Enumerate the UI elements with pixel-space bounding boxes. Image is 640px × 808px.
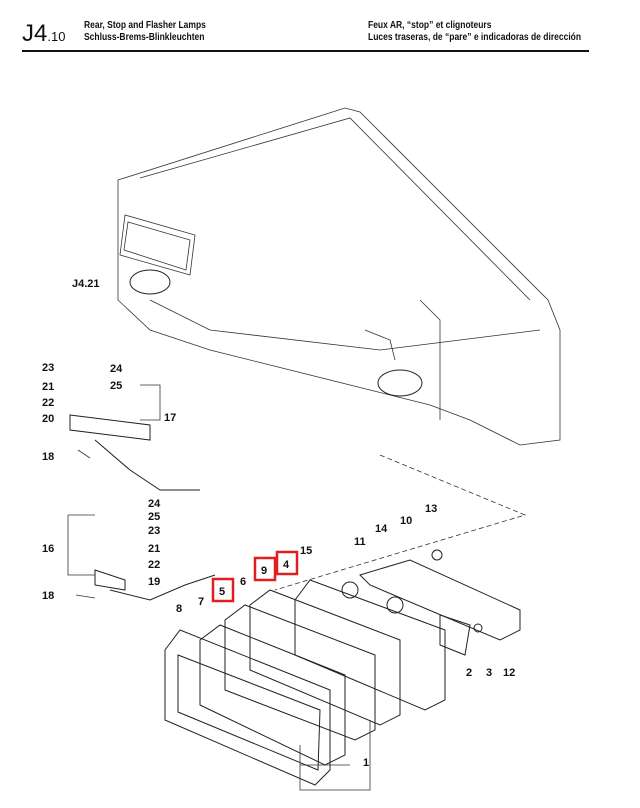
callout-21: 21 bbox=[42, 381, 54, 393]
callout-22: 22 bbox=[42, 397, 54, 409]
callout-23: 23 bbox=[42, 362, 54, 374]
callout-13: 13 bbox=[425, 503, 437, 515]
title-german: Schluss-Brems-Blinkleuchten bbox=[84, 32, 205, 43]
reference-label: J4.21 bbox=[72, 278, 100, 290]
callout-17: 17 bbox=[164, 412, 176, 424]
bracket-assembly-lower bbox=[67, 514, 216, 601]
callout-14: 14 bbox=[375, 523, 388, 535]
callout-1: 1 bbox=[363, 757, 369, 769]
callout-25: 25 bbox=[110, 380, 122, 392]
callout-18: 18 bbox=[42, 590, 54, 602]
callout-25: 25 bbox=[148, 511, 160, 523]
callout-2: 2 bbox=[466, 667, 472, 679]
callout-16: 16 bbox=[42, 543, 54, 555]
callout-labels: J4.21 23 21 22 20 18 24 25 17 24 25 23 1… bbox=[42, 278, 515, 769]
callout-7: 7 bbox=[198, 596, 204, 608]
callout-9: 9 bbox=[261, 565, 267, 577]
callout-5: 5 bbox=[219, 586, 225, 598]
callout-20: 20 bbox=[42, 413, 54, 425]
highlight-box-9 bbox=[253, 556, 277, 582]
title-spanish: Luces traseras, de “pare” e indicadoras … bbox=[368, 32, 582, 43]
callout-12: 12 bbox=[503, 667, 515, 679]
highlight-box-4 bbox=[275, 550, 299, 576]
callout-24: 24 bbox=[148, 498, 161, 510]
header-rule bbox=[22, 50, 589, 52]
lamp-assembly bbox=[164, 454, 527, 791]
bracket-assembly-upper bbox=[69, 384, 200, 491]
title-english: Rear, Stop and Flasher Lamps bbox=[84, 20, 206, 31]
highlight-box-5 bbox=[211, 577, 235, 603]
callout-3: 3 bbox=[486, 667, 492, 679]
callout-11: 11 bbox=[354, 536, 366, 548]
callout-21: 21 bbox=[148, 543, 160, 555]
callout-10: 10 bbox=[400, 515, 412, 527]
callout-6: 6 bbox=[240, 576, 246, 588]
callout-8: 8 bbox=[176, 603, 182, 615]
callout-19: 19 bbox=[148, 576, 160, 588]
callout-15: 15 bbox=[300, 545, 312, 557]
callout-18: 18 bbox=[42, 451, 54, 463]
section-code: J4.10 bbox=[22, 20, 66, 47]
callout-23: 23 bbox=[148, 525, 160, 537]
callout-22: 22 bbox=[148, 559, 160, 571]
callout-24: 24 bbox=[110, 363, 123, 375]
title-french: Feux AR, “stop” et clignoteurs bbox=[368, 20, 492, 31]
callout-4: 4 bbox=[283, 559, 290, 571]
car-rear-outline bbox=[117, 107, 561, 446]
